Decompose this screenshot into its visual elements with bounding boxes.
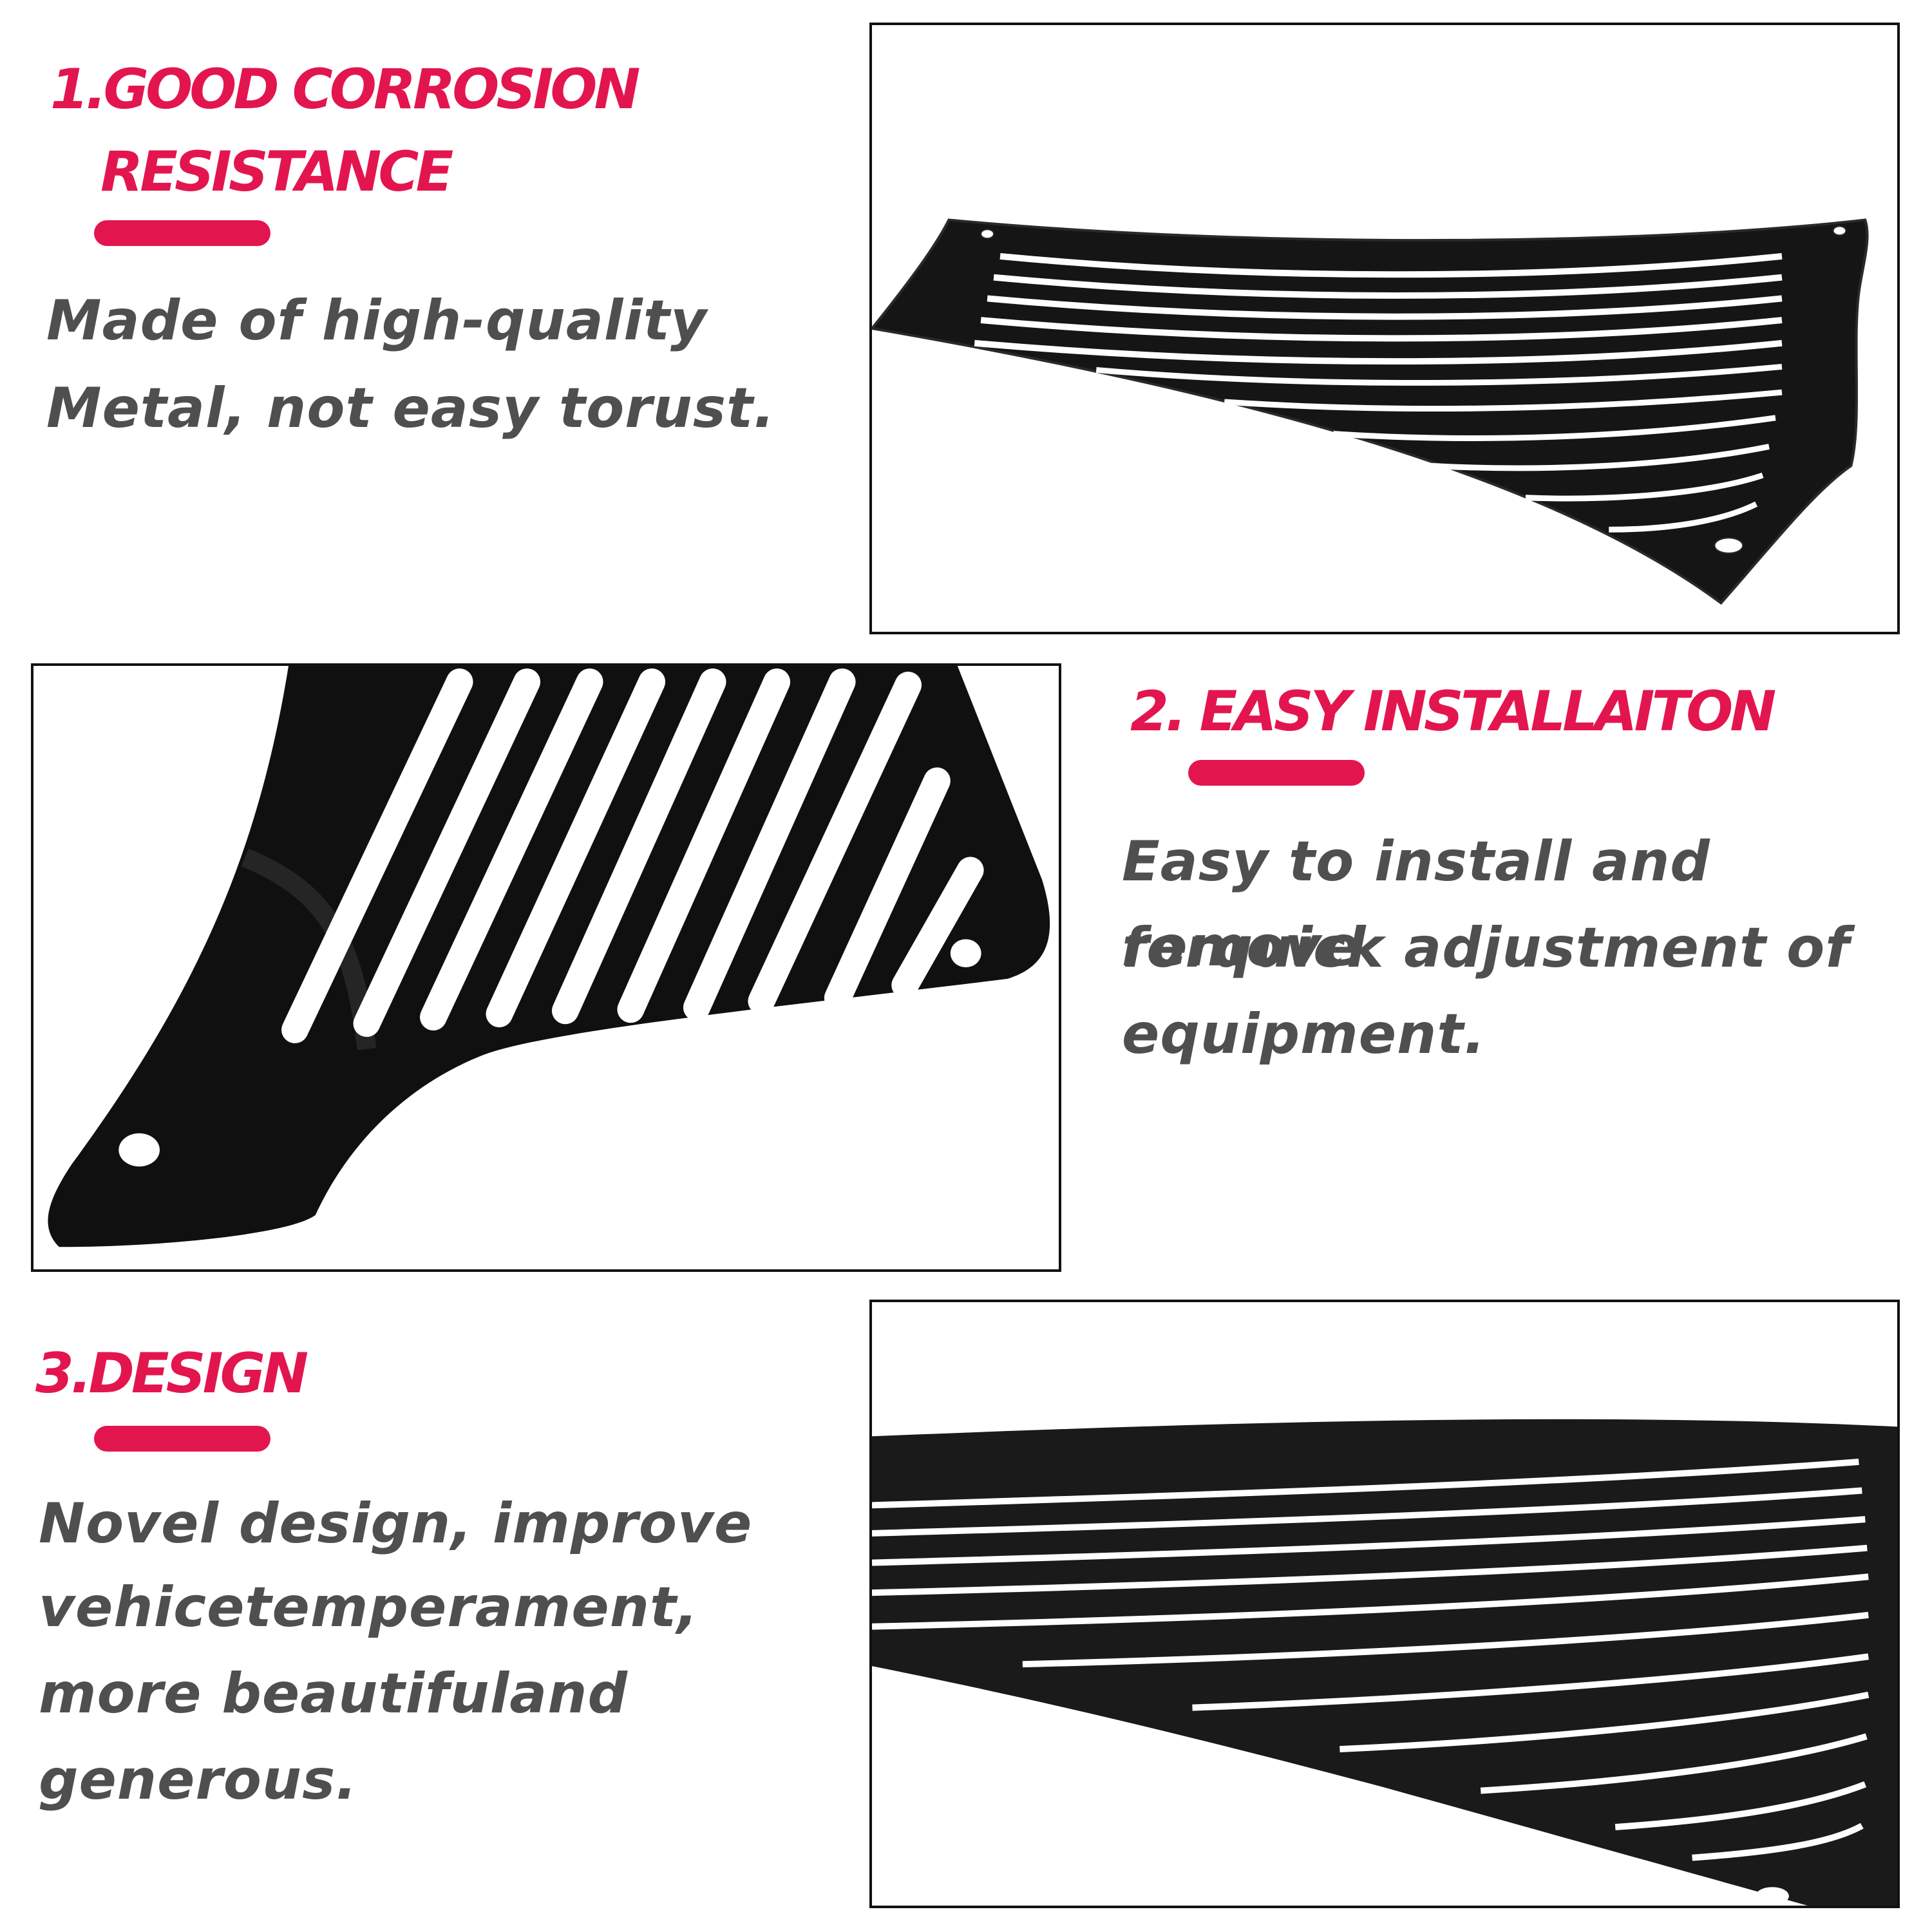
section-2-body-line-1: Easy to install and remove bbox=[1122, 829, 1710, 979]
section-2-accent-bar bbox=[1188, 760, 1365, 786]
product-photo-middle bbox=[31, 663, 1061, 1272]
section-2-title: 2. EASY INSTALLAITON bbox=[1130, 679, 1776, 744]
section-1-title-line-1: 1.GOOD CORROSION bbox=[50, 57, 640, 122]
section-2-body-line-3: equipment. bbox=[1122, 1002, 1486, 1066]
section-3-title: 3.DESIGN bbox=[35, 1341, 308, 1406]
section-3-body-line-1: Novel design, improve bbox=[39, 1492, 753, 1556]
section-3-body-line-2: vehicetemperament, bbox=[39, 1575, 699, 1640]
section-3-accent-bar bbox=[94, 1426, 270, 1452]
product-photo-bottom bbox=[869, 1300, 1900, 1908]
section-1-title-line-2: RESISTANCE bbox=[100, 140, 453, 204]
section-1-body-line-1: Made of high-quality bbox=[46, 289, 708, 353]
section-3-body-line-4: generous. bbox=[39, 1748, 358, 1812]
section-3-body-line-3: more beautifuland bbox=[39, 1662, 629, 1726]
section-1-body-line-2: Metal, not easy torust. bbox=[46, 376, 775, 440]
section-1-accent-bar bbox=[94, 220, 270, 246]
product-photo-top bbox=[869, 23, 1900, 634]
section-2-body-line-2: forquick adjustment of bbox=[1122, 916, 1850, 980]
